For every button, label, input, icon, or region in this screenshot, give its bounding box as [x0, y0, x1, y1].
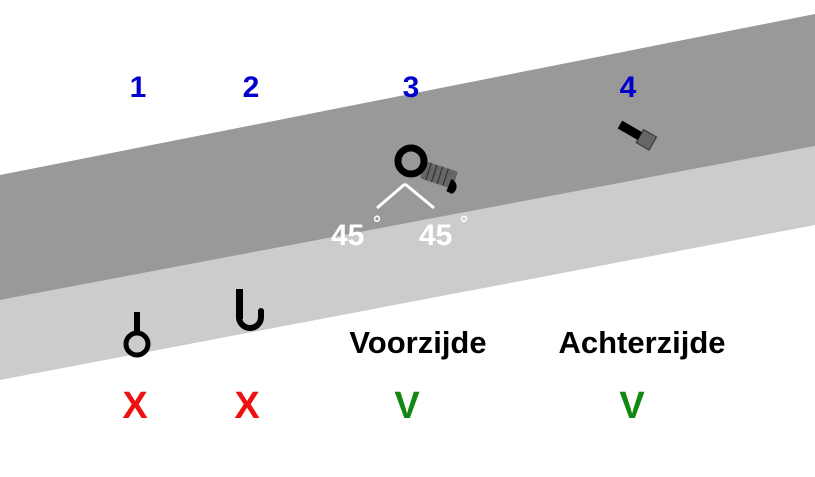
caption-back: Achterzijde [558, 325, 725, 360]
beam-light-side [0, 146, 815, 380]
beam-top-face [0, 14, 815, 300]
mark-wrong-1: X [122, 385, 148, 427]
angle-label-right: 45 [419, 219, 452, 252]
caption-front: Voorzijde [349, 325, 486, 360]
angle-degree-right: ° [460, 213, 468, 235]
position-number-4: 4 [620, 71, 637, 104]
angle-indicator [376, 182, 435, 210]
angle-degree-left: ° [373, 213, 381, 235]
hook-icon [236, 289, 264, 331]
mark-correct-4: V [619, 385, 645, 427]
angle-label-left: 45 [331, 219, 364, 252]
position-number-3: 3 [403, 71, 420, 104]
eye-bolt-icon [394, 144, 458, 194]
position-number-1: 1 [130, 71, 147, 104]
mark-correct-3: V [394, 385, 420, 427]
position-number-2: 2 [243, 71, 260, 104]
mark-wrong-2: X [234, 385, 260, 427]
eye-on-stem-icon [123, 312, 151, 358]
bolt-end-icon [617, 120, 658, 151]
